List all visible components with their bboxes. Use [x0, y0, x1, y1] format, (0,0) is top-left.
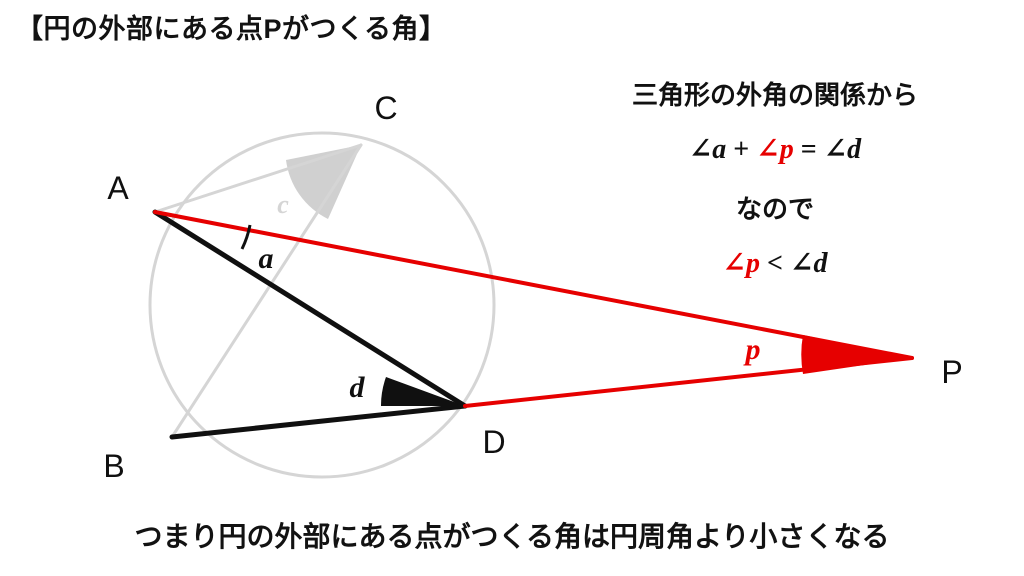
vertex-label-A: A: [107, 170, 129, 206]
segment-AD: [152, 209, 468, 409]
circle-outline: [148, 131, 496, 479]
segment-CB: [170, 143, 363, 439]
angle-p-wedge: [801, 335, 912, 374]
page-caption: つまり円の外部にある点がつくる角は円周角より小さくなる: [134, 521, 890, 552]
equation-term-a: ∠a: [688, 134, 727, 165]
segment-DP: [463, 356, 914, 408]
angle-d-wedge: [380, 377, 465, 406]
vertex-label-C: C: [374, 90, 398, 126]
angle-label-p: p: [745, 333, 761, 366]
equation-term-d: ∠d: [823, 134, 862, 165]
segment-BD: [169, 403, 468, 440]
page-title: 【円の外部にある点Pがつくる角】: [16, 14, 447, 44]
segment-AP: [153, 210, 914, 360]
note-line-equation: ∠a + ∠p = ∠d: [689, 136, 861, 164]
note-line-premise: 三角形の外角の関係から: [631, 80, 919, 110]
angle-label-c: c: [277, 190, 289, 219]
vertex-label-B: B: [103, 448, 125, 484]
angle-a-arc: [240, 224, 252, 250]
equation-equals: =: [800, 134, 817, 165]
equation-term-p: ∠p: [756, 134, 794, 165]
angle-label-d: d: [349, 371, 365, 404]
vertex-label-D: D: [482, 424, 506, 460]
note-line-connector: なので: [735, 194, 815, 224]
angle-label-a: a: [258, 242, 274, 275]
note-line-inequality: ∠p < ∠d: [723, 250, 828, 278]
inequality-term-p: ∠p: [722, 248, 761, 279]
inequality-operator: <: [767, 248, 783, 279]
vertex-label-P: P: [941, 354, 963, 390]
equation-plus: +: [733, 134, 750, 165]
inequality-term-d: ∠d: [789, 248, 828, 279]
segment-CA: [153, 143, 363, 214]
